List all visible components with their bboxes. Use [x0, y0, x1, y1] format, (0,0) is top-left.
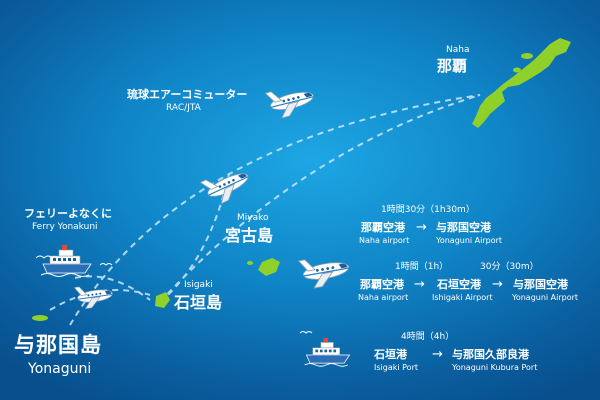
- ferry-label-en: Ferry Yonakuni: [32, 222, 98, 232]
- yonaguni-label-en: Yonaguni: [28, 361, 92, 377]
- route2-a-en: Naha airport: [358, 293, 409, 302]
- route-yonaguni-naha: [69, 94, 481, 326]
- naha-label-jp: 那覇: [437, 57, 468, 75]
- airplane-icon: [73, 281, 115, 311]
- island-okinawa-small: [521, 53, 533, 59]
- route1-to-en: Yonaguni Airport: [436, 236, 503, 245]
- route-ishigaki-miyako: [159, 169, 231, 303]
- route-lines: [49, 94, 481, 326]
- route1-to-jp: 与那国空港: [436, 221, 491, 234]
- airplane-icon: [264, 81, 318, 121]
- route2-arrow2: →: [492, 277, 503, 292]
- miyako-label-en: Miyako: [237, 213, 269, 223]
- route3-time: 4時間（4h）: [401, 332, 455, 342]
- route2-a-jp: 那覇空港: [360, 278, 404, 291]
- island-miyako-small: [247, 261, 253, 265]
- bird-icon: [299, 331, 313, 334]
- route3-arrow: →: [432, 347, 443, 362]
- route1-from-en: Naha airport: [359, 236, 410, 245]
- ishigaki-label-jp: 石垣島: [174, 293, 223, 312]
- route1-arrow: →: [416, 220, 427, 235]
- island-okinawa-small2: [513, 67, 521, 73]
- miyako-label-jp: 宮古島: [225, 226, 274, 245]
- route2-time1: 1時間（1h）: [395, 262, 449, 272]
- route2-b-en: Ishigaki Airport: [432, 293, 493, 302]
- route3-from-jp: 石垣港: [374, 348, 407, 361]
- yonaguni-label-jp: 与那国島: [14, 333, 102, 357]
- airline-label-jp: 琉球エアーコミューター: [127, 88, 248, 101]
- airplane-icon: [199, 162, 255, 209]
- route2-c-jp: 与那国空港: [513, 278, 568, 291]
- island-ishigaki: [155, 292, 170, 308]
- ferry-label-jp: フェリーよなくに: [24, 207, 112, 220]
- route2-c-en: Yonaguni Airport: [512, 293, 579, 302]
- route3-to-en: Yonaguni Kubura Port: [452, 363, 538, 372]
- airline-label-en: RAC/JTA: [166, 103, 201, 113]
- route2-b-jp: 石垣空港: [437, 278, 481, 291]
- bird-icon: [99, 263, 113, 266]
- route3-to-jp: 与那国久部良港: [452, 348, 529, 361]
- route-ishigaki-naha: [159, 94, 481, 303]
- island-miyako: [258, 258, 280, 276]
- naha-label-en: Naha: [446, 45, 470, 55]
- airplane-icon: [298, 251, 352, 291]
- bird-icon: [35, 255, 53, 259]
- island-yonaguni: [32, 315, 48, 321]
- route3-from-en: Isigaki Port: [374, 363, 418, 372]
- ferry-icon: [40, 244, 92, 277]
- route1-from-jp: 那覇空港: [361, 221, 405, 234]
- route-ferry: [74, 275, 151, 301]
- island-okinawa: [472, 38, 571, 128]
- route2-arrow1: →: [414, 277, 425, 292]
- route2-time2: 30分（30m）: [480, 262, 539, 272]
- route1-time: 1時間30分（1h30m）: [381, 205, 475, 215]
- route-yonaguni-ishigaki: [49, 289, 151, 311]
- ishigaki-label-en: Isigaki: [184, 280, 213, 290]
- ferry-icon: [304, 337, 351, 367]
